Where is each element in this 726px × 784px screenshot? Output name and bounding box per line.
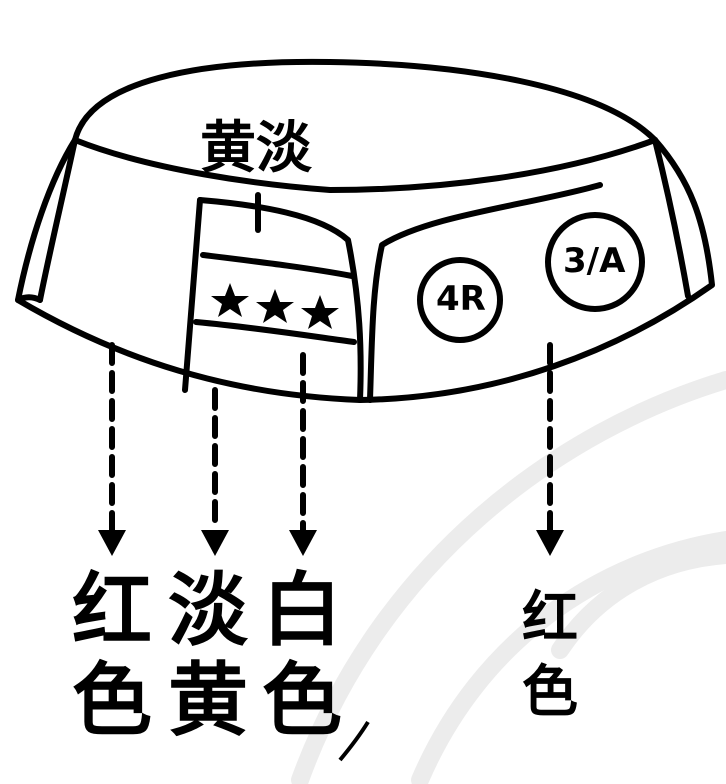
arrowhead-icon bbox=[201, 530, 229, 556]
badge-left-label: 4R bbox=[436, 279, 486, 319]
star-icon bbox=[256, 289, 294, 323]
front-panel bbox=[182, 197, 203, 393]
star-band bbox=[193, 252, 357, 345]
star-icon bbox=[211, 283, 249, 317]
label-white-line2: 色 bbox=[262, 653, 342, 747]
label-red-1-line2: 色 bbox=[72, 653, 152, 747]
label-light-yellow-line2: 黄 bbox=[168, 653, 248, 747]
top-label: 黄淡 bbox=[200, 115, 312, 181]
star-icon bbox=[301, 295, 339, 329]
left-panel-seam bbox=[37, 137, 78, 303]
badge-right-circle bbox=[545, 212, 645, 312]
right-panel-seam bbox=[652, 137, 691, 299]
cap-rim bbox=[72, 137, 658, 193]
right-front-panel bbox=[367, 182, 603, 403]
badge-left-circle bbox=[417, 257, 503, 343]
arrowhead-icon bbox=[98, 530, 126, 556]
stars bbox=[211, 283, 339, 329]
label-red-1-line1: 红 bbox=[72, 563, 152, 657]
label-red-2-line1: 红 bbox=[522, 585, 578, 651]
label-red-2-line2: 色 bbox=[522, 659, 578, 725]
label-white-line1: 白 bbox=[262, 563, 342, 657]
cap-top-outline bbox=[72, 58, 658, 143]
arrowhead-icon bbox=[536, 530, 564, 556]
arrowhead-icon bbox=[289, 530, 317, 556]
label-light-yellow-line1: 淡 bbox=[168, 563, 248, 657]
badge-right-label: 3/A bbox=[563, 241, 626, 281]
watermark bbox=[291, 371, 726, 784]
